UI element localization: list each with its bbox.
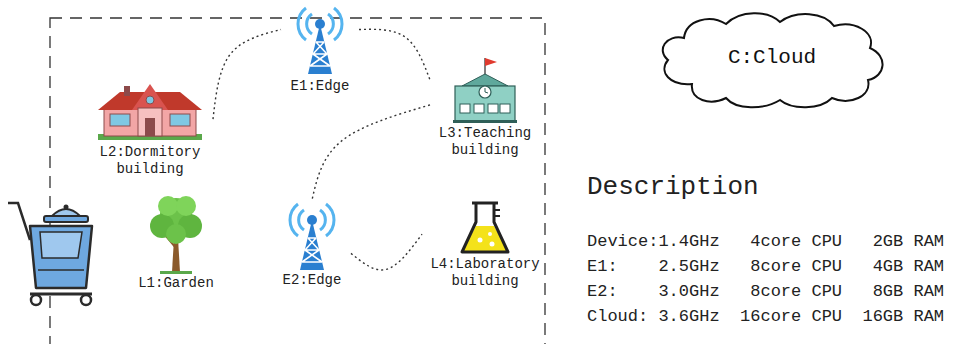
node-label: L1:Garden [125,275,227,292]
house-icon [98,84,202,140]
tower-icon [290,204,334,270]
school-icon [453,58,517,123]
tree-icon [150,196,202,274]
spec-line: E1: 2.5GHz 8core CPU 4GB RAM [587,257,944,276]
campus-boundary [50,18,545,344]
site-node: E2:Edge [273,200,351,289]
node-label: E1:Edge [281,78,359,95]
flask-icon [462,203,508,252]
cloud-node: C:Cloud [652,6,892,110]
node-label: L2:Dormitory building [87,144,213,178]
site-node: L2:Dormitory building [87,80,213,178]
node-label: L4:Laboratory building [422,256,548,290]
dotted-link [351,234,422,270]
cloud-shape [663,13,883,107]
dotted-link [213,29,281,119]
cart-robot-icon [8,203,92,305]
node-label: L3:Teaching building [430,125,540,159]
dotted-link [312,105,430,200]
node-label: C:Cloud [728,46,816,70]
site-node: L4:Laboratory building [422,200,548,290]
spec-line: Device:1.4GHz 4core CPU 2GB RAM [587,232,944,251]
section-heading: Description [587,172,759,202]
spec-line: Cloud: 3.6GHz 16core CPU 16GB RAM [587,307,944,326]
dotted-link [359,29,430,80]
spec-line: E2: 3.0GHz 8core CPU 8GB RAM [587,282,944,301]
site-node: L1:Garden [125,196,227,292]
tower-icon [298,8,342,74]
site-node: L3:Teaching building [430,55,540,159]
node-label: E2:Edge [273,272,351,289]
site-node: E1:Edge [281,4,359,95]
